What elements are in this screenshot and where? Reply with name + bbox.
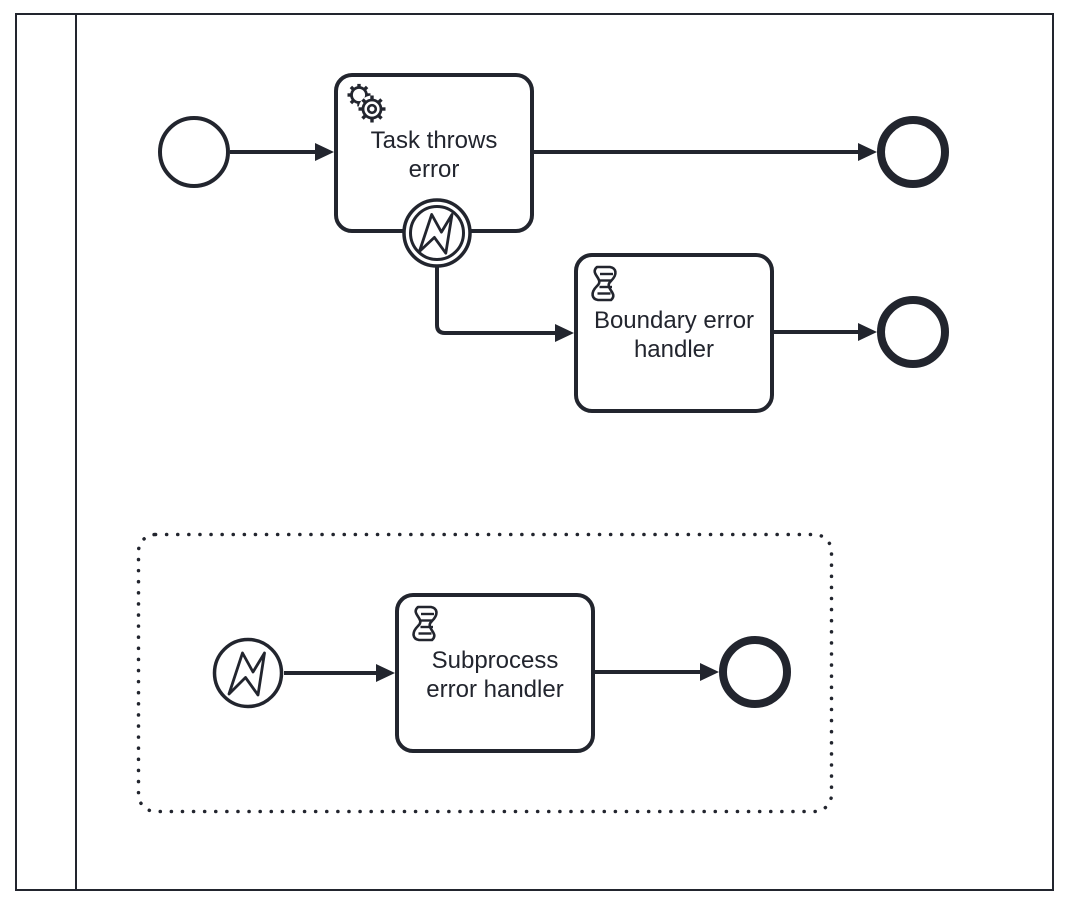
- end-event-boundary[interactable]: [877, 296, 949, 368]
- boundary-error-handler-task[interactable]: Boundary error handler: [574, 253, 774, 413]
- error-start-event[interactable]: [212, 637, 284, 709]
- pool-participant[interactable]: [15, 13, 1054, 891]
- task-label: Subprocess error handler: [426, 647, 564, 703]
- script-icon: [591, 265, 617, 302]
- service-gears-icon: [347, 83, 386, 123]
- task-label: Boundary error handler: [593, 307, 755, 363]
- task-label: Task throws error: [370, 127, 498, 183]
- end-event-main[interactable]: [877, 116, 949, 188]
- end-event-subprocess[interactable]: [719, 636, 791, 708]
- error-bolt-icon: [417, 213, 454, 255]
- error-bolt-icon: [227, 651, 266, 697]
- start-event[interactable]: [158, 116, 230, 188]
- script-icon: [412, 605, 438, 642]
- subprocess-error-handler-task[interactable]: Subprocess error handler: [395, 593, 595, 753]
- pool-label-band[interactable]: [17, 15, 77, 889]
- error-boundary-event[interactable]: [401, 197, 473, 269]
